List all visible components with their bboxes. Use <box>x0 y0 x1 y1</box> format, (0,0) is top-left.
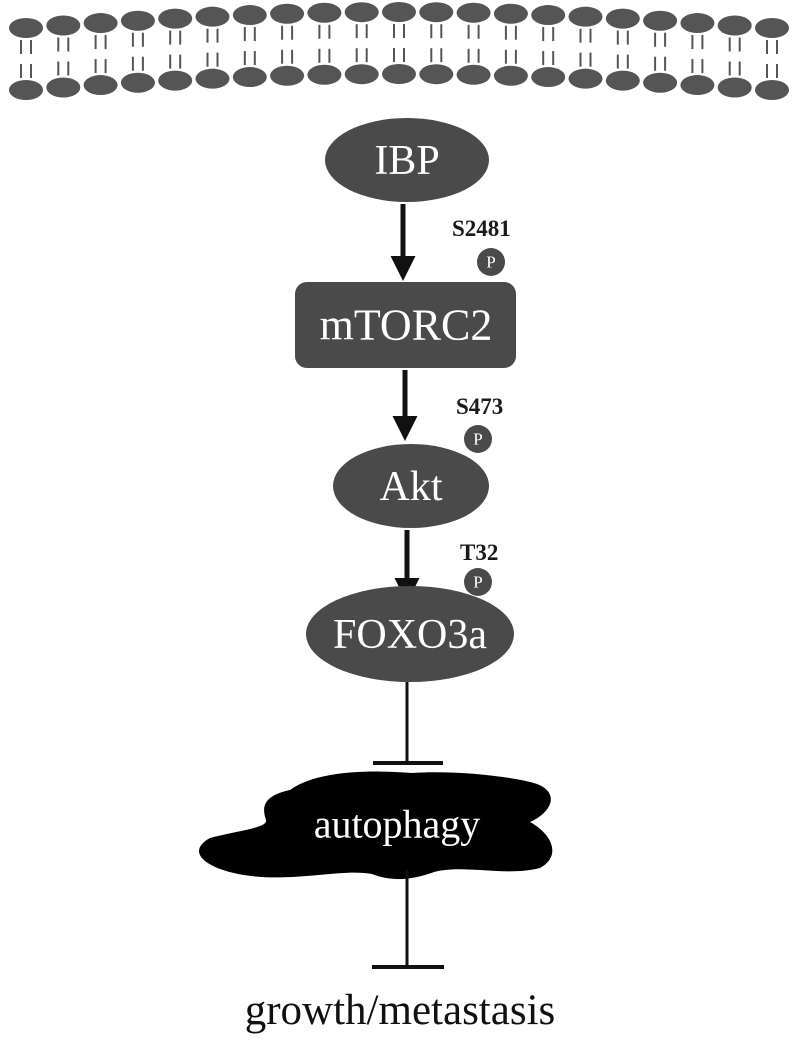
foxo3a-label: FOXO3a <box>333 612 487 658</box>
svg-text:P: P <box>473 573 482 592</box>
svg-text:P: P <box>486 253 495 272</box>
akt-node: Akt <box>333 444 489 528</box>
ibp-node: IBP <box>325 118 489 202</box>
lipid-head-inner <box>270 65 305 86</box>
lipid-head-outer <box>493 3 528 24</box>
lipid-head-outer <box>382 2 416 22</box>
lipid-head-outer <box>270 3 305 24</box>
svg-text:P: P <box>473 430 482 449</box>
lipid-head-outer <box>307 2 342 23</box>
lipid-head-inner <box>307 64 342 85</box>
mtorc2-label: mTORC2 <box>320 301 493 350</box>
phospho-badge-akt: P <box>464 425 492 453</box>
autophagy-node: autophagy <box>199 771 553 880</box>
lipid-head-inner <box>232 67 267 88</box>
lipid-head-outer <box>456 2 491 23</box>
lipid-head-inner <box>680 75 715 96</box>
inhibition-foxo3a-to-autophagy <box>373 682 443 765</box>
inhibition-autophagy-to-outcome <box>372 870 444 969</box>
lipid-head-outer <box>717 15 752 36</box>
lipid-head-outer <box>643 10 678 31</box>
mtorc2-node: mTORC2 <box>295 282 516 368</box>
akt-label: Akt <box>380 464 443 510</box>
lipid-head-outer <box>568 6 603 27</box>
outcome-label: growth/metastasis <box>245 987 556 1034</box>
lipid-head-inner <box>717 77 752 98</box>
site-label-s473: S473 <box>456 394 503 419</box>
lipid-head-outer <box>680 13 715 34</box>
site-label-s2481: S2481 <box>452 216 511 241</box>
foxo3a-node: FOXO3a <box>306 586 514 682</box>
lipid-head-outer <box>46 15 81 36</box>
lipid-head-outer <box>9 18 43 38</box>
lipid-head-inner <box>120 72 155 93</box>
site-label-t32: T32 <box>460 540 498 565</box>
lipid-head-outer <box>120 10 155 31</box>
lipid-head-inner <box>643 72 678 93</box>
lipid-head-inner <box>344 64 379 85</box>
lipid-head-outer <box>158 8 193 29</box>
lipid-head-outer <box>195 6 230 27</box>
lipid-head-outer <box>755 18 789 38</box>
autophagy-label: autophagy <box>314 802 481 847</box>
lipid-head-inner <box>382 64 416 84</box>
lipid-head-outer <box>419 2 454 23</box>
lipid-head-inner <box>605 70 640 91</box>
lipid-head-inner <box>83 75 118 96</box>
lipid-head-inner <box>531 67 566 88</box>
lipid-head-inner <box>493 65 528 86</box>
lipid-head-inner <box>755 80 789 100</box>
lipid-head-inner <box>158 70 193 91</box>
lipid-head-outer <box>344 2 379 23</box>
lipid-head-outer <box>83 13 118 34</box>
lipid-head-outer <box>531 5 566 26</box>
lipid-head-inner <box>9 80 43 100</box>
ibp-label: IBP <box>374 138 439 184</box>
lipid-head-inner <box>195 68 230 89</box>
cell-membrane <box>9 2 789 100</box>
lipid-head-outer <box>232 5 267 26</box>
lipid-head-inner <box>456 64 491 85</box>
lipid-head-outer <box>605 8 640 29</box>
lipid-head-inner <box>568 68 603 89</box>
lipid-head-inner <box>419 64 454 85</box>
lipid-head-inner <box>46 77 81 98</box>
phospho-badge-foxo3a: P <box>464 568 492 596</box>
phospho-badge-mtorc2: P <box>477 248 505 276</box>
